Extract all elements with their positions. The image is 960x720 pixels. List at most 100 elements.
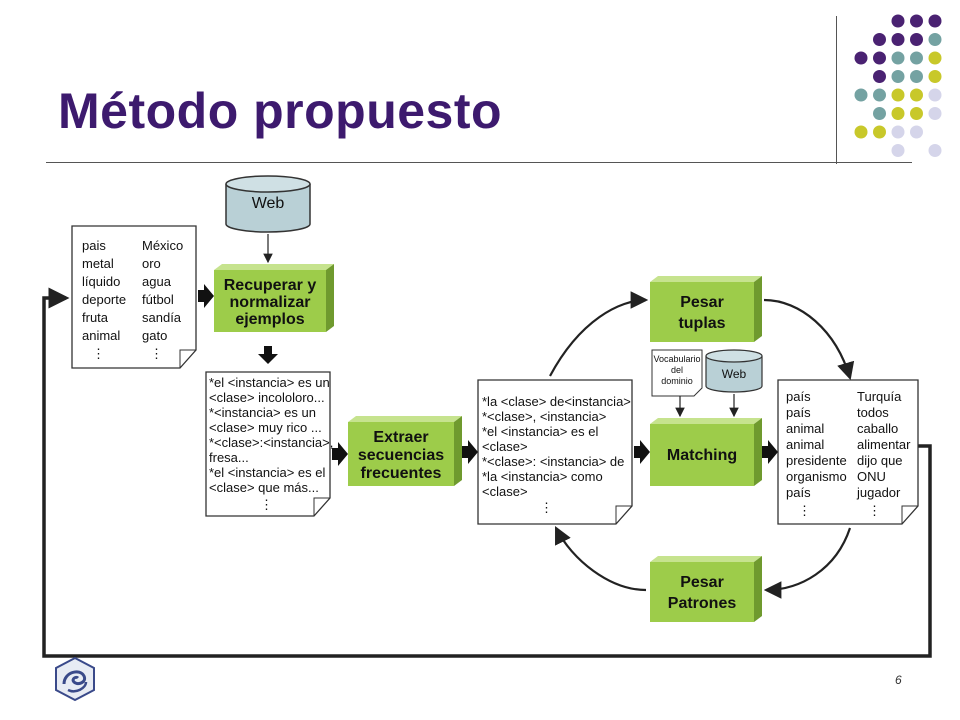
decor-dot (928, 144, 942, 157)
process-pesar-tuplas-box: Pesar tuplas (650, 276, 762, 342)
recuperar-line-1: Recuperar y (224, 277, 317, 294)
pesar-tuplas-line-1: Pesar (680, 294, 724, 311)
decor-dot (854, 88, 868, 102)
process-matching-box: Matching (650, 418, 762, 486)
extraer-line-2: secuencias (358, 447, 444, 464)
patterns-line-1: *<clase>, <instancia> (482, 409, 606, 424)
results-col2-2: caballo (857, 421, 898, 436)
arrow-patterns-to-matching (634, 440, 650, 464)
recuperar-line-3: ejemplos (235, 311, 304, 328)
curve-results-to-patrones (763, 527, 852, 599)
arrow-examples-to-extraer (332, 442, 348, 466)
seed-col2-4: sandía (142, 310, 182, 325)
decor-dot (873, 33, 886, 46)
results-document: país país animal animal presidente organ… (777, 379, 919, 525)
institution-logo (55, 656, 95, 702)
examples-ellipsis: ⋮ (260, 497, 273, 512)
decor-dot (891, 51, 905, 65)
vocab-line-1: Vocabulario (653, 354, 700, 364)
decor-dot (891, 33, 905, 46)
matching-label: Matching (667, 447, 737, 464)
examples-line-5: fresa... (209, 450, 249, 465)
decor-dot (910, 14, 923, 28)
decor-dot (873, 88, 886, 102)
results-col2-0: Turquía (857, 389, 902, 404)
patterns-line-6: <clase> (482, 484, 528, 499)
examples-line-6: *el <instancia> es el (209, 465, 325, 480)
decor-dot (928, 51, 942, 65)
results-col1-4: presidente (786, 453, 847, 468)
arrow-extraer-to-patterns (462, 440, 478, 464)
process-extraer-box: Extraer secuencias frecuentes (348, 416, 462, 486)
decor-dot (891, 144, 905, 157)
results-col2-1: todos (857, 405, 889, 420)
results-ellipsis-1: ⋮ (798, 503, 811, 518)
examples-line-0: *el <instancia> es un (209, 375, 330, 390)
examples-line-1: <clase> incololoro... (209, 390, 325, 405)
examples-line-3: <clase> muy rico ... (209, 420, 322, 435)
examples-line-7: <clase> que más... (209, 480, 319, 495)
decor-dot (873, 51, 886, 65)
patterns-document: *la <clase> de<instancia> *<clase>, <ins… (477, 379, 633, 525)
patterns-line-5: *la <instancia> como (482, 469, 603, 484)
seed-ellipsis-2: ⋮ (150, 346, 163, 361)
pesar-patrones-line-2: Patrones (668, 595, 737, 612)
arrow-matching-to-results (762, 440, 778, 464)
pesar-patrones-line-1: Pesar (680, 574, 724, 591)
decor-dot (873, 125, 886, 139)
decor-dot (873, 107, 886, 120)
process-recuperar-box: Recuperar y normalizar ejemplos (214, 264, 334, 332)
web-database-small: Web (705, 349, 763, 393)
decor-dot (910, 51, 923, 65)
decor-dot (910, 125, 923, 139)
seed-col2-5: gato (142, 328, 167, 343)
extraer-line-3: frecuentes (361, 465, 442, 482)
seed-col2-0: México (142, 238, 183, 253)
arrow-seed-to-recuperar (198, 284, 214, 308)
decor-dot (854, 51, 868, 65)
web-db-small-label: Web (722, 367, 747, 381)
pesar-tuplas-line-2: tuplas (678, 315, 725, 332)
results-col1-0: país (786, 389, 811, 404)
decor-dot (928, 33, 942, 46)
examples-line-4: *<clase>:<instancia>, (209, 435, 333, 450)
results-col1-3: animal (786, 437, 824, 452)
seed-col1-1: metal (82, 256, 114, 271)
decor-dot (891, 107, 905, 120)
page-number: 6 (895, 673, 902, 687)
patterns-line-0: *la <clase> de<instancia> (482, 394, 631, 409)
decor-dot (910, 33, 923, 46)
patterns-ellipsis: ⋮ (540, 500, 553, 515)
decor-dot (928, 70, 942, 83)
seed-col2-2: agua (142, 274, 172, 289)
results-col1-6: país (786, 485, 811, 500)
seed-col2-3: fútbol (142, 292, 174, 307)
examples-document: *el <instancia> es un <clase> incololoro… (205, 371, 333, 517)
curve-tuplas-to-results (763, 298, 855, 381)
patterns-line-4: *<clase>: <instancia> de (482, 454, 624, 469)
title-divider (46, 162, 912, 163)
corner-divider (836, 16, 837, 164)
decorative-dot-grid (854, 14, 942, 157)
web-db-label: Web (252, 195, 285, 212)
recuperar-line-2: normalizar (230, 294, 311, 311)
decor-dot (891, 70, 905, 83)
decor-dot (928, 14, 942, 28)
seed-ellipsis-1: ⋮ (92, 346, 105, 361)
curve-patterns-to-tuplas (549, 291, 649, 377)
seed-col1-2: líquido (82, 274, 120, 289)
curve-patrones-to-patterns (555, 526, 647, 592)
results-col1-1: país (786, 405, 811, 420)
arrow-recuperar-to-examples (258, 346, 278, 364)
extraer-line-1: Extraer (373, 429, 428, 446)
decor-dot (891, 125, 905, 139)
seed-col1-5: animal (82, 328, 120, 343)
patterns-line-2: *el <instancia> es el (482, 424, 598, 439)
results-col2-3: alimentar (857, 437, 911, 452)
results-col1-5: organismo (786, 469, 847, 484)
results-ellipsis-2: ⋮ (868, 503, 881, 518)
decor-dot (910, 88, 923, 102)
results-col1-2: animal (786, 421, 824, 436)
decor-dot (873, 70, 886, 83)
